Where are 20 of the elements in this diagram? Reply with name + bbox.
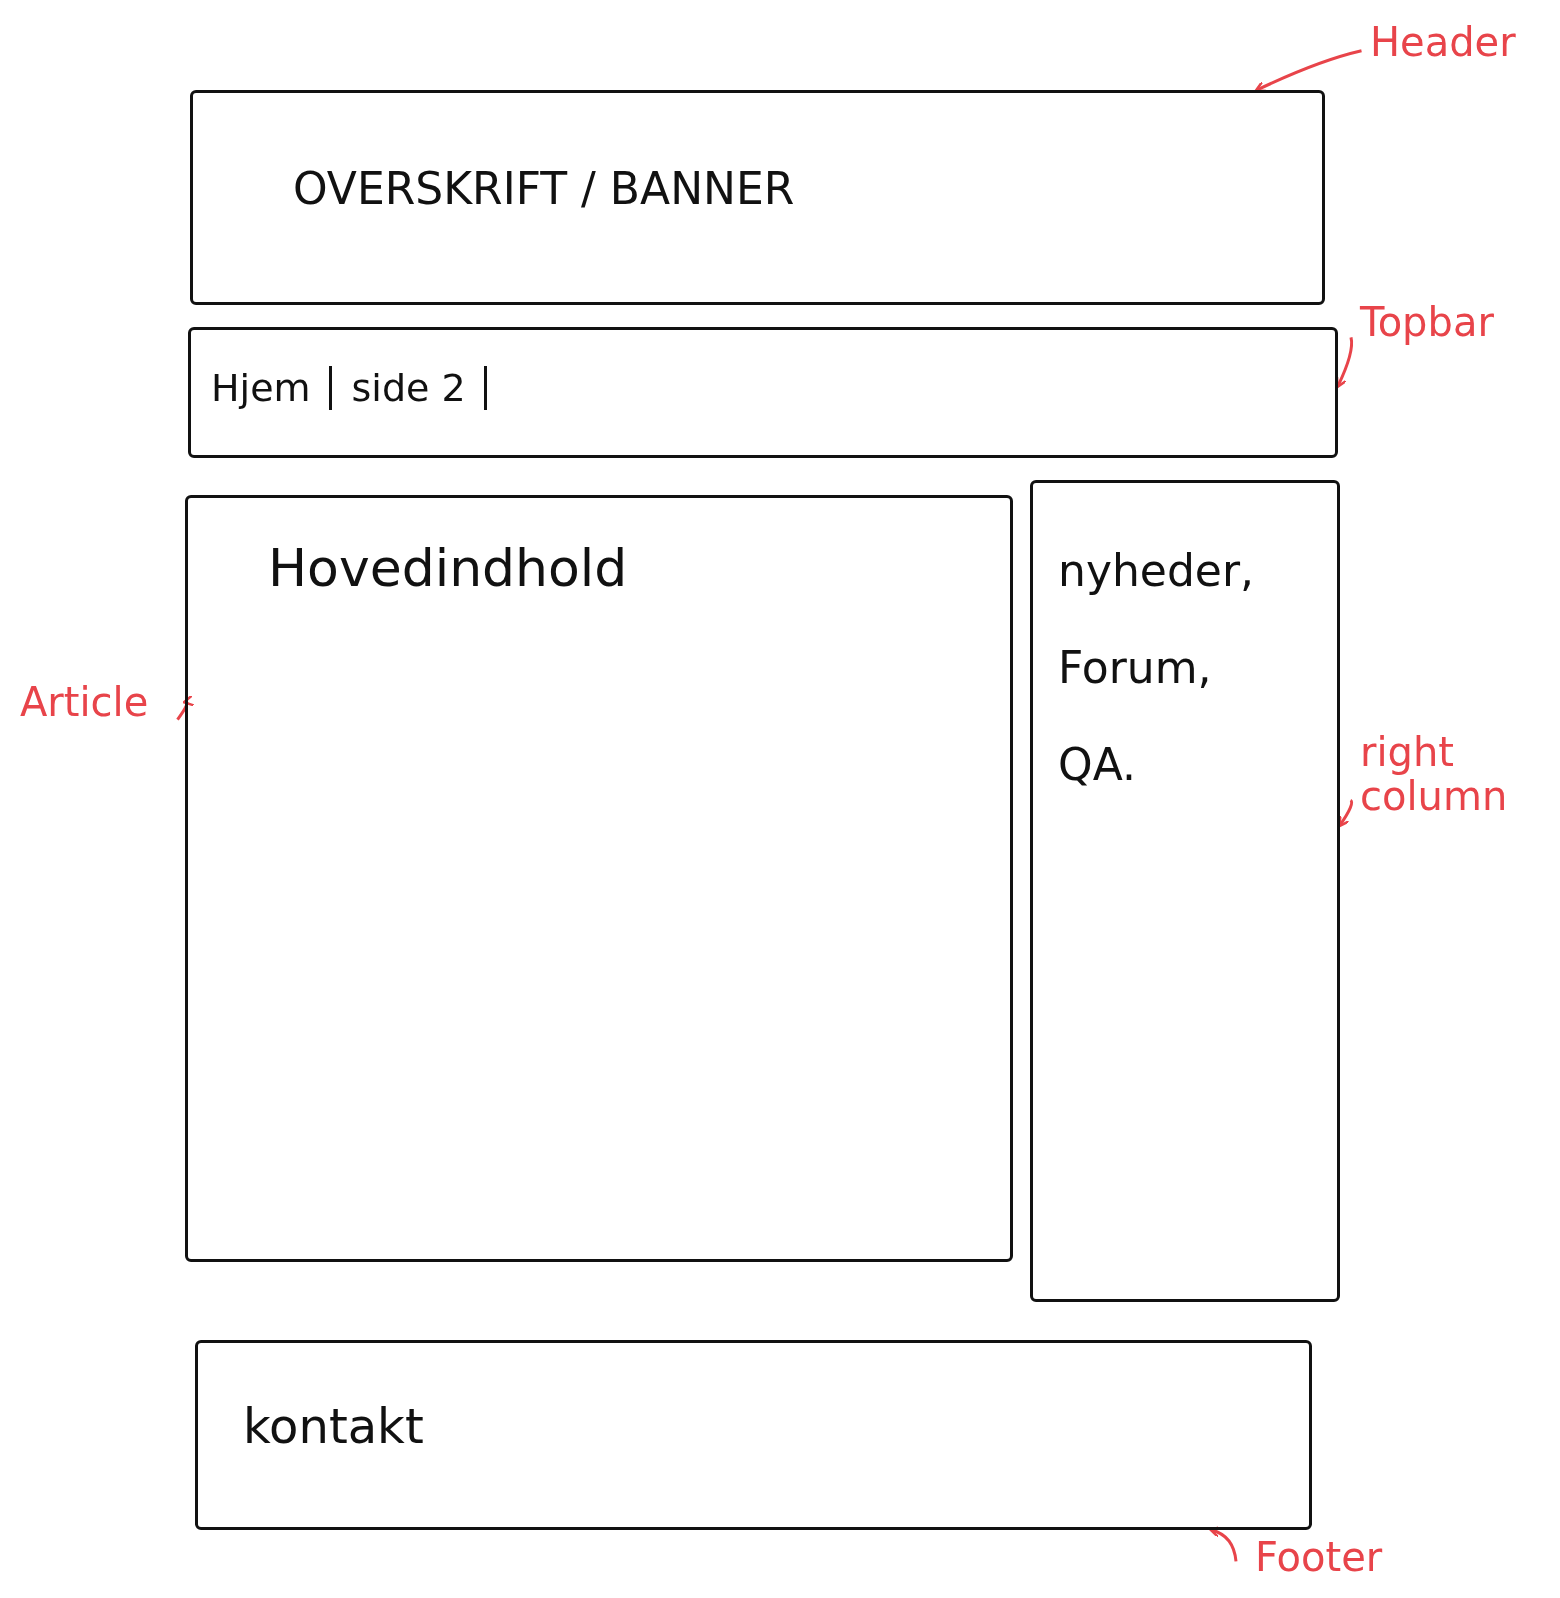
annotation-label: Topbar [1360, 300, 1540, 344]
heading-text: Hovedindhold [268, 538, 628, 598]
annotation-label: right column [1360, 730, 1550, 818]
sidebar-text: nyheder, Forum, QA. [1058, 544, 1255, 792]
leader-arrow [1335, 337, 1354, 389]
nav-link: side 2 [351, 366, 487, 410]
topbar-box [188, 327, 1338, 458]
article-box [185, 495, 1013, 1262]
footer-text: kontakt [243, 1398, 424, 1454]
header-box [190, 90, 1325, 305]
annotation-label: Header [1370, 20, 1540, 64]
nav-link: Hjem [211, 366, 332, 410]
annotation-label: Footer [1255, 1535, 1445, 1579]
leader-arrow [1338, 799, 1354, 828]
leader-arrow [176, 695, 195, 721]
footer-box [195, 1340, 1312, 1530]
sidebar-box [1030, 480, 1340, 1302]
leader-arrow [1254, 49, 1362, 93]
heading-text: OVERSKRIFT / BANNER [293, 163, 795, 214]
annotation-label: Article [20, 680, 170, 724]
